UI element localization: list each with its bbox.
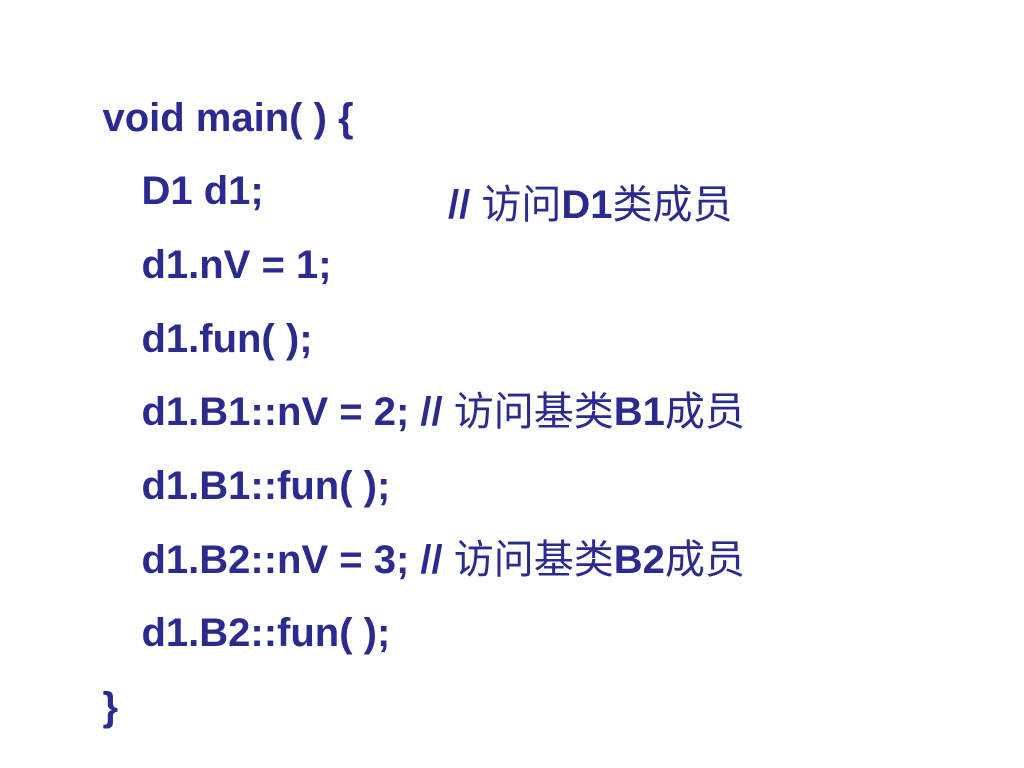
comment-cjk-text: 访问基类 <box>453 389 614 435</box>
code-line-call-b1-fun: d1.B1::fun( ); <box>97 396 390 508</box>
comment-class-name: B1 <box>613 390 665 434</box>
code-text: void main( ) { <box>102 96 354 140</box>
code-text: d1.B2::fun( ); <box>141 611 391 655</box>
code-comment: // 访问基类B2成员 <box>409 537 745 583</box>
comment-slashes: // <box>448 183 482 227</box>
code-line-set-b1-nv: d1.B1::nV = 2; // 访问基类B1成员 <box>97 322 744 435</box>
code-line-main-open: void main( ) { <box>58 28 353 140</box>
code-comment: // 访问D1类成员 <box>448 175 732 235</box>
code-text: d1.B2::nV = 3; <box>141 538 410 582</box>
comment-slashes: // <box>409 390 454 434</box>
comment-slashes: // <box>409 538 454 582</box>
comment-class-name: D1 <box>561 183 613 227</box>
code-text: d1.B1::fun( ); <box>141 464 391 508</box>
code-text: D1 d1; <box>141 169 264 213</box>
comment-cjk-text: 访问基类 <box>453 537 614 583</box>
code-line-call-fun: d1.fun( ); <box>97 249 312 361</box>
code-text: d1.B1::nV = 2; <box>141 390 410 434</box>
comment-cjk-text: 类成员 <box>612 182 733 228</box>
code-text: } <box>102 685 119 729</box>
code-line-main-close: } <box>58 617 118 729</box>
comment-cjk-text: 访问 <box>481 182 562 228</box>
code-comment: // 访问基类B1成员 <box>409 389 745 435</box>
code-line-set-b2-nv: d1.B2::nV = 3; // 访问基类B2成员 <box>97 470 744 583</box>
code-text: d1.fun( ); <box>141 317 313 361</box>
comment-class-name: B2 <box>613 538 665 582</box>
code-text: d1.nV = 1; <box>141 243 332 287</box>
code-line-call-b2-fun: d1.B2::fun( ); <box>97 543 390 655</box>
comment-cjk-text: 成员 <box>664 389 745 435</box>
code-line-set-nv-1: d1.nV = 1; // 访问D1类成员 <box>97 175 997 287</box>
code-line-declare-d1: D1 d1; <box>97 101 263 213</box>
comment-cjk-text: 成员 <box>664 537 745 583</box>
